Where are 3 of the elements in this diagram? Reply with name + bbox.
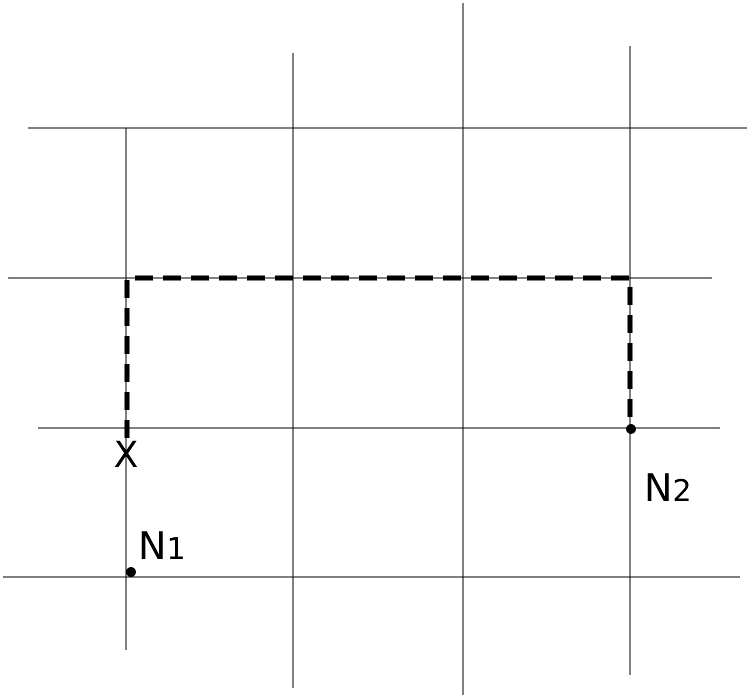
point-dot xyxy=(626,424,636,434)
dashed-path xyxy=(124,276,632,438)
point-dot xyxy=(126,567,136,577)
